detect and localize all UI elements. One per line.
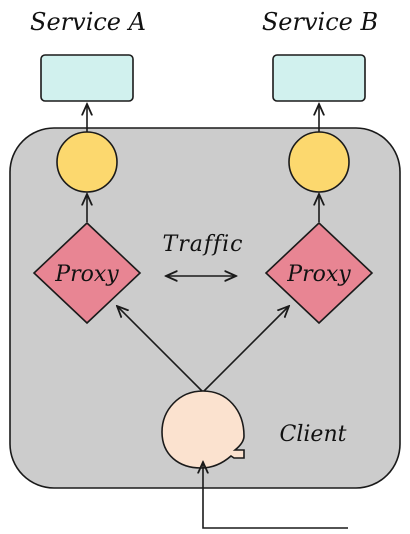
- service-b-box: [272, 54, 366, 102]
- incoming-request-arrow: [203, 462, 348, 529]
- proxy-right-label: Proxy: [286, 262, 351, 287]
- proxy-right-diamond: [264, 221, 374, 325]
- service-a-box: [40, 54, 134, 102]
- pod-container: [9, 127, 401, 489]
- client-bubble: [161, 390, 245, 469]
- traffic-label: Traffic: [163, 232, 244, 257]
- proxy-left-diamond: [32, 221, 142, 325]
- service-b-title: Service B: [262, 8, 378, 36]
- service-a-title: Service A: [30, 8, 146, 36]
- proxy-left-label: Proxy: [54, 262, 119, 287]
- edge-client-to-proxy-right: [202, 306, 289, 393]
- sidecar-b-circle: [288, 131, 350, 193]
- sidecar-a-circle: [56, 131, 118, 193]
- client-label: Client: [280, 422, 347, 447]
- edge-client-to-proxy-left: [117, 306, 204, 393]
